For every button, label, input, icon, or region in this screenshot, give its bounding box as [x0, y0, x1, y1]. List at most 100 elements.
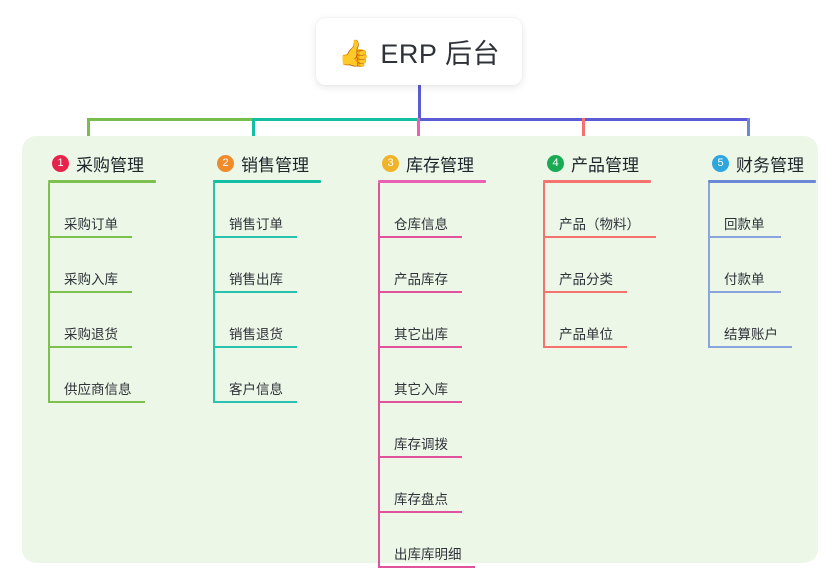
- branch-items-5: 回款单付款单结算账户: [698, 183, 816, 348]
- leaf-label: 库存盘点: [394, 492, 448, 507]
- branch-title-3: 库存管理: [406, 155, 474, 175]
- leaf-underline: [378, 236, 462, 238]
- leaf-underline: [213, 401, 297, 403]
- thumbs-up-icon: 👍: [338, 37, 371, 68]
- leaf-label: 产品（物料）: [559, 217, 640, 232]
- leaf-label: 库存调拨: [394, 437, 448, 452]
- connector-drop-3: [417, 118, 420, 144]
- leaf-label: 其它入库: [394, 382, 448, 397]
- connector-drop-5: [747, 118, 750, 144]
- leaf-underline: [213, 346, 297, 348]
- leaf-underline: [378, 291, 462, 293]
- connector-bar-green: [87, 118, 252, 121]
- leaf-node[interactable]: 采购订单: [38, 183, 156, 238]
- leaf-label: 其它出库: [394, 327, 448, 342]
- branch-header-underline-5: [708, 180, 816, 183]
- leaf-label: 销售退货: [229, 327, 283, 342]
- leaf-label: 付款单: [724, 272, 765, 287]
- leaf-node[interactable]: 产品库存: [368, 238, 486, 293]
- leaf-label: 结算账户: [724, 327, 778, 342]
- leaf-underline: [543, 346, 627, 348]
- leaf-underline: [213, 291, 297, 293]
- branch-badge-1: 1: [52, 154, 69, 172]
- leaf-node[interactable]: 库存调拨: [368, 403, 486, 458]
- branch-title-5: 财务管理: [736, 155, 804, 175]
- branch-badge-3: 3: [382, 154, 399, 172]
- leaf-node[interactable]: 供应商信息: [38, 348, 156, 403]
- leaf-underline: [543, 236, 656, 238]
- leaf-node[interactable]: 付款单: [698, 238, 816, 293]
- leaf-node[interactable]: 采购入库: [38, 238, 156, 293]
- leaf-node[interactable]: 采购退货: [38, 293, 156, 348]
- leaf-node[interactable]: 产品（物料）: [533, 183, 656, 238]
- branch-spine-2: [213, 183, 215, 403]
- leaf-underline: [378, 566, 475, 568]
- branch-items-4: 产品（物料） 产品分类产品单位: [533, 183, 656, 348]
- leaf-underline: [48, 291, 132, 293]
- branch-spine-1: [48, 183, 50, 403]
- leaf-node[interactable]: 出库库明细: [368, 513, 486, 568]
- leaf-label: 仓库信息: [394, 217, 448, 232]
- leaf-node[interactable]: 其它入库: [368, 348, 486, 403]
- leaf-node[interactable]: 产品分类: [533, 238, 651, 293]
- leaf-underline: [378, 456, 462, 458]
- root-node-card[interactable]: 👍 ERP 后台: [316, 18, 522, 85]
- leaf-node[interactable]: 仓库信息: [368, 183, 486, 238]
- branch-header-underline-1: [48, 180, 156, 183]
- branch-badge-2: 2: [217, 154, 234, 172]
- branch-spine-3: [378, 183, 380, 568]
- branch-column-5[interactable]: 5 财务管理回款单付款单结算账户: [698, 136, 816, 348]
- leaf-underline: [48, 401, 145, 403]
- branch-header-2[interactable]: 2 销售管理: [203, 148, 321, 178]
- branch-header-5[interactable]: 5 财务管理: [698, 148, 816, 178]
- leaf-node[interactable]: 其它出库: [368, 293, 486, 348]
- leaf-node[interactable]: 回款单: [698, 183, 816, 238]
- branch-header-underline-3: [378, 180, 486, 183]
- leaf-node[interactable]: 结算账户: [698, 293, 816, 348]
- leaf-underline: [708, 291, 781, 293]
- leaf-label: 回款单: [724, 217, 765, 232]
- branch-panel: 1 采购管理采购订单采购入库采购退货供应商信息 2 销售管理销售订单销售出库销售退货客…: [22, 136, 818, 568]
- branch-items-1: 采购订单采购入库采购退货供应商信息: [38, 183, 156, 403]
- leaf-node[interactable]: 客户信息: [203, 348, 321, 403]
- leaf-underline: [543, 291, 627, 293]
- branch-header-3[interactable]: 3 库存管理: [368, 148, 486, 178]
- branch-badge-4: 4: [547, 154, 564, 172]
- connector-bar-teal: [252, 118, 417, 121]
- branch-spine-5: [708, 183, 710, 348]
- branch-badge-5: 5: [712, 154, 729, 172]
- connector-drop-2: [252, 118, 255, 144]
- leaf-label: 采购退货: [64, 327, 118, 342]
- leaf-label: 采购入库: [64, 272, 118, 287]
- branch-column-1[interactable]: 1 采购管理采购订单采购入库采购退货供应商信息: [38, 136, 156, 403]
- leaf-underline: [378, 346, 462, 348]
- branch-items-2: 销售订单销售出库销售退货客户信息: [203, 183, 321, 403]
- leaf-underline: [213, 236, 297, 238]
- branch-header-underline-2: [213, 180, 321, 183]
- branch-header-1[interactable]: 1 采购管理: [38, 148, 156, 178]
- leaf-label: 客户信息: [229, 382, 283, 397]
- leaf-label: 产品单位: [559, 327, 613, 342]
- leaf-node[interactable]: 销售出库: [203, 238, 321, 293]
- leaf-underline: [378, 401, 462, 403]
- branch-items-3: 仓库信息产品库存其它出库其它入库库存调拨库存盘点出库库明细: [368, 183, 486, 568]
- leaf-label: 销售订单: [229, 217, 283, 232]
- leaf-node[interactable]: 库存盘点: [368, 458, 486, 513]
- leaf-underline: [48, 236, 132, 238]
- branch-column-3[interactable]: 3 库存管理仓库信息产品库存其它出库其它入库库存调拨库存盘点出库库明细: [368, 136, 486, 568]
- leaf-node[interactable]: 产品单位: [533, 293, 651, 348]
- leaf-underline: [48, 346, 132, 348]
- leaf-node[interactable]: 销售退货: [203, 293, 321, 348]
- branch-column-2[interactable]: 2 销售管理销售订单销售出库销售退货客户信息: [203, 136, 321, 403]
- leaf-node[interactable]: 销售订单: [203, 183, 321, 238]
- leaf-label: 出库库明细: [394, 547, 462, 562]
- branch-title-2: 销售管理: [241, 155, 309, 175]
- root-stem-line: [418, 85, 421, 121]
- connector-drop-4: [582, 118, 585, 144]
- leaf-label: 采购订单: [64, 217, 118, 232]
- leaf-underline: [708, 346, 792, 348]
- leaf-label: 产品分类: [559, 272, 613, 287]
- branch-title-1: 采购管理: [76, 155, 144, 175]
